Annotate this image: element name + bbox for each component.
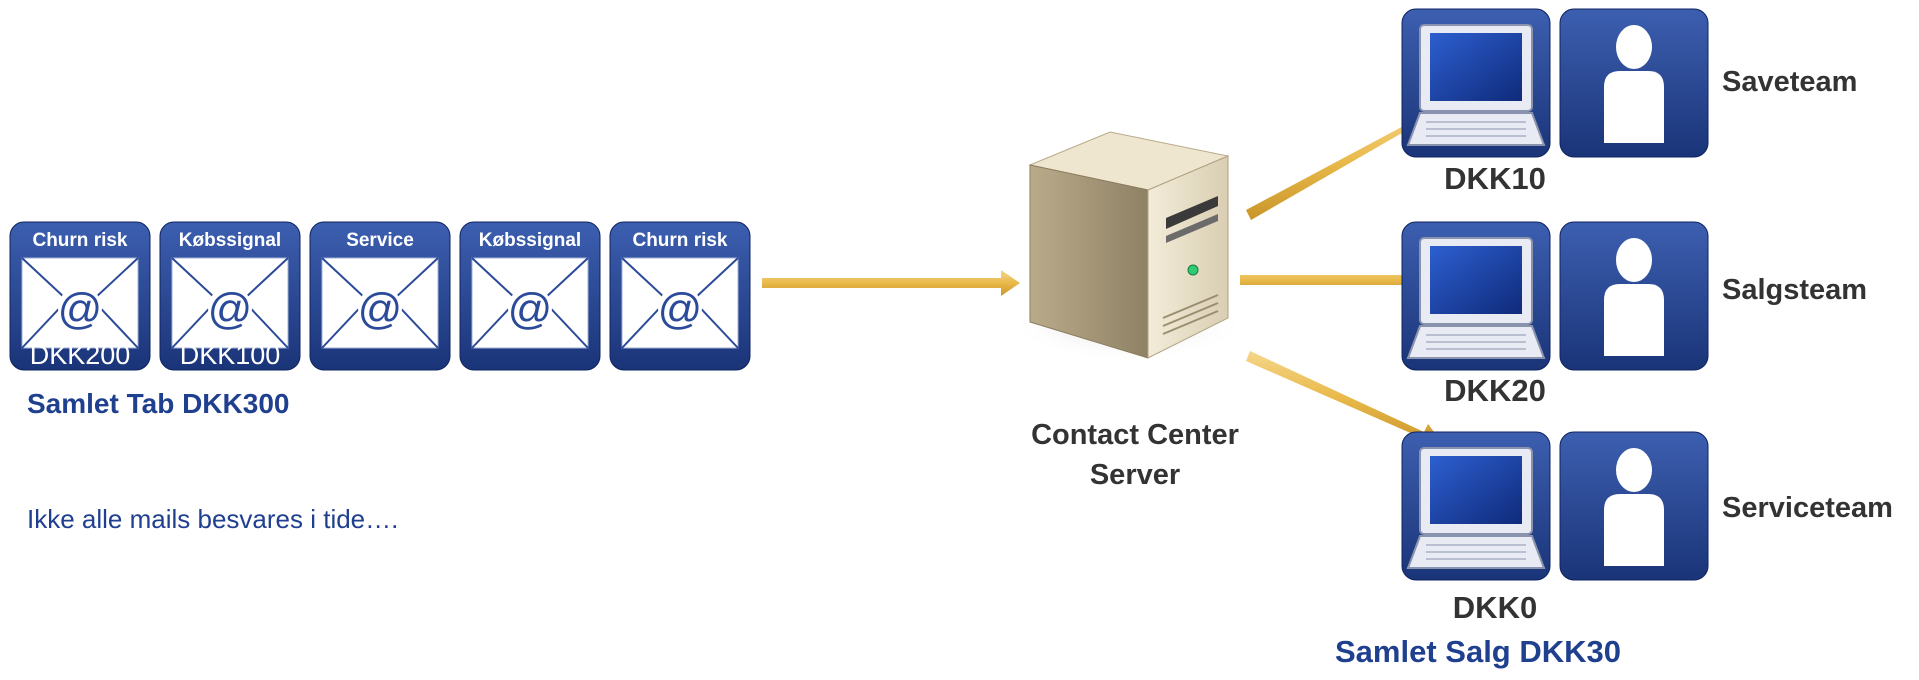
envelope-icon: @ <box>471 257 589 349</box>
at-sign-icon: @ <box>508 284 553 333</box>
arrow-server-to-saveteam <box>1246 103 1446 220</box>
envelope-icon: @ <box>21 257 139 349</box>
envelope-icon: @ <box>621 257 739 349</box>
team-name-saveteam: Saveteam <box>1722 66 1858 98</box>
teams <box>1401 8 1709 581</box>
email-category-label: Købssignal <box>479 230 581 251</box>
email-tile: Churn risk @ DKK200 <box>9 221 151 371</box>
team-row <box>1401 431 1709 581</box>
server-label-line2: Server <box>1089 459 1181 491</box>
team-name-salgsteam: Salgsteam <box>1722 274 1868 306</box>
person-icon <box>1559 431 1709 581</box>
computer-icon <box>1401 431 1551 581</box>
queue-total-label: Samlet Tab DKK300 <box>27 388 290 419</box>
email-category-label: Service <box>346 230 414 251</box>
email-tile: Churn risk @ <box>609 221 751 371</box>
email-value-label: DKK200 <box>30 340 131 370</box>
computer-icon <box>1401 8 1551 158</box>
email-category-label: Churn risk <box>632 230 727 251</box>
arrow-queue-to-server <box>762 270 1020 296</box>
team-value-salgsteam: DKK20 <box>1444 373 1546 408</box>
team-row <box>1401 221 1709 371</box>
email-category-label: Churn risk <box>32 230 127 251</box>
email-queue: Churn risk @ DKK200 Købssignal @ DKK100 Servic… <box>9 221 751 371</box>
envelope-icon: @ <box>321 257 439 349</box>
team-value-saveteam: DKK10 <box>1444 161 1546 196</box>
team-name-serviceteam: Serviceteam <box>1722 492 1893 524</box>
person-icon <box>1559 8 1709 158</box>
at-sign-icon: @ <box>208 284 253 333</box>
person-icon <box>1559 221 1709 371</box>
team-value-serviceteam: DKK0 <box>1452 590 1538 625</box>
at-sign-icon: @ <box>358 284 403 333</box>
server-icon <box>1010 131 1246 362</box>
server-label-line1: Contact Center <box>1031 419 1239 451</box>
arrow-server-to-serviceteam <box>1246 351 1444 445</box>
email-category-label: Købssignal <box>179 230 281 251</box>
sales-total-label: Samlet Salg DKK30 <box>1335 634 1621 669</box>
team-row <box>1401 8 1709 158</box>
arrow-server-to-salgsteam <box>1240 267 1445 293</box>
email-value-label: DKK100 <box>180 340 281 370</box>
envelope-icon: @ <box>171 257 289 349</box>
computer-icon <box>1401 221 1551 371</box>
note-text: Ikke alle mails besvares i tide…. <box>27 504 399 534</box>
at-sign-icon: @ <box>658 284 703 333</box>
email-tile: Købssignal @ <box>459 221 601 371</box>
server-label: Contact Center Server <box>1010 415 1260 495</box>
email-tile: Købssignal @ DKK100 <box>159 221 301 371</box>
email-tile: Service @ <box>309 221 451 371</box>
at-sign-icon: @ <box>58 284 103 333</box>
